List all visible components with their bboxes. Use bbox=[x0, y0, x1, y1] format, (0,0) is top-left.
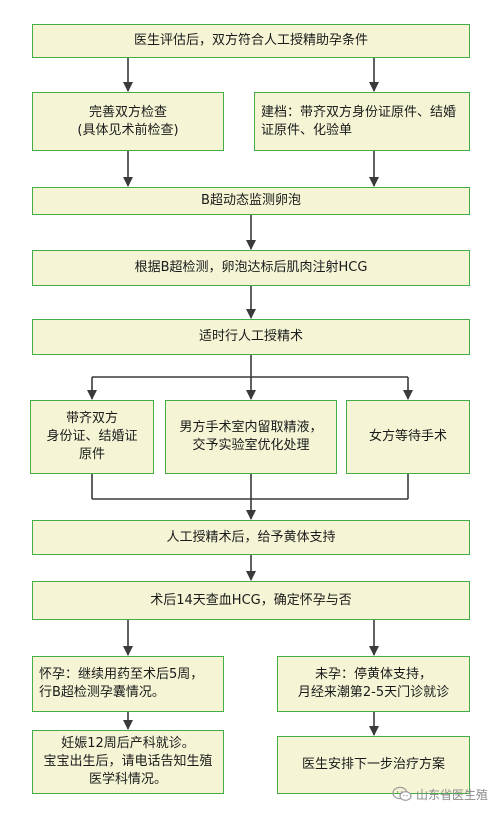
step-not-pregnant: 未孕：停黄体支持， 月经来潮第2-5天门诊就诊 bbox=[277, 656, 470, 712]
step-insemination: 适时行人工授精术 bbox=[32, 319, 470, 355]
step-create-record: 建档：带齐双方身份证原件、结婚证原件、化验单 bbox=[254, 92, 470, 151]
step-obstetrics-visit: 妊娠12周后产科就诊。 宝宝出生后，请电话告知生殖 医学科情况。 bbox=[32, 730, 224, 794]
step-hcg-injection: 根据B超检测，卵泡达标后肌肉注射HCG bbox=[32, 250, 470, 286]
step-luteal-support: 人工授精术后，给予黄体支持 bbox=[32, 520, 470, 555]
step-complete-exams: 完善双方检查 (具体见术前检查) bbox=[32, 92, 224, 151]
step-b-ultrasound-monitor: B超动态监测卵泡 bbox=[32, 187, 470, 215]
step-female-wait: 女方等待手术 bbox=[346, 400, 470, 474]
step-pregnant: 怀孕：继续用药至术后5周， 行B超检测孕囊情况。 bbox=[32, 656, 224, 712]
watermark-text: 山东省医生殖 bbox=[415, 787, 488, 802]
wechat-icon bbox=[392, 786, 412, 802]
step-male-sample: 男方手术室内留取精液， 交予实验室优化处理 bbox=[165, 400, 337, 474]
step-hcg-blood-test: 术后14天查血HCG，确定怀孕与否 bbox=[32, 581, 470, 620]
step-next-treatment-plan: 医生安排下一步治疗方案 bbox=[277, 736, 470, 794]
step-doctor-evaluation: 医生评估后，双方符合人工授精助孕条件 bbox=[32, 24, 470, 58]
watermark: 山东省医生殖 bbox=[392, 783, 488, 805]
step-bring-documents: 带齐双方 身份证、结婚证 原件 bbox=[30, 400, 154, 474]
